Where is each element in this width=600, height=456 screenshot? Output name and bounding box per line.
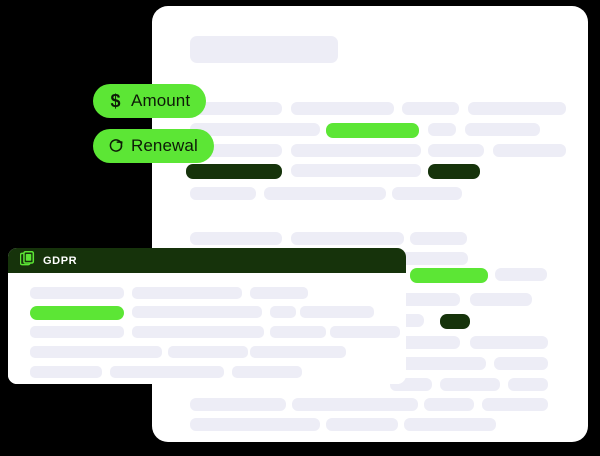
skeleton-bar bbox=[270, 306, 296, 318]
document-title-placeholder bbox=[190, 36, 338, 63]
skeleton-bar bbox=[494, 357, 548, 370]
skeleton-bar bbox=[292, 398, 418, 411]
skeleton-bar bbox=[428, 123, 456, 136]
skeleton-bar bbox=[190, 187, 256, 200]
skeleton-bar bbox=[30, 326, 124, 338]
skeleton-bar bbox=[440, 378, 500, 391]
skeleton-bar bbox=[465, 123, 540, 136]
skeleton-bar bbox=[132, 287, 242, 299]
skeleton-bar bbox=[270, 326, 326, 338]
pill-amount-label: Amount bbox=[131, 91, 191, 110]
skeleton-bar bbox=[190, 102, 282, 115]
skeleton-bar bbox=[30, 306, 124, 320]
skeleton-bar bbox=[404, 418, 496, 431]
gdpr-panel-title: GDPR bbox=[43, 254, 78, 267]
skeleton-bar bbox=[468, 102, 566, 115]
skeleton-bar bbox=[110, 366, 224, 378]
skeleton-bar bbox=[392, 187, 462, 200]
skeleton-bar bbox=[190, 398, 286, 411]
skeleton-bar bbox=[168, 346, 248, 358]
skeleton-bar bbox=[424, 398, 474, 411]
refresh-icon bbox=[107, 137, 124, 156]
gdpr-panel-body bbox=[8, 273, 406, 384]
skeleton-bar bbox=[470, 293, 532, 306]
gdpr-panel-header: GDPR bbox=[8, 248, 406, 273]
skeleton-bar bbox=[291, 144, 421, 157]
pill-renewal[interactable]: Renewal bbox=[93, 129, 214, 163]
skeleton-bar bbox=[482, 398, 548, 411]
skeleton-bar bbox=[264, 187, 386, 200]
gdpr-panel[interactable]: GDPR bbox=[8, 248, 406, 384]
skeleton-bar bbox=[326, 418, 398, 431]
skeleton-bar bbox=[190, 232, 282, 245]
skeleton-bar bbox=[508, 378, 548, 391]
skeleton-bar bbox=[326, 123, 419, 138]
skeleton-bar bbox=[132, 326, 264, 338]
skeleton-bar bbox=[470, 336, 548, 349]
skeleton-bar bbox=[291, 232, 404, 245]
skeleton-bar bbox=[250, 346, 346, 358]
skeleton-bar bbox=[428, 164, 480, 179]
skeleton-bar bbox=[291, 102, 394, 115]
skeleton-bar bbox=[250, 287, 308, 299]
skeleton-bar bbox=[390, 357, 486, 370]
skeleton-bar bbox=[30, 287, 124, 299]
skeleton-bar bbox=[410, 232, 467, 245]
skeleton-bar bbox=[190, 123, 320, 136]
skeleton-bar bbox=[402, 102, 459, 115]
skeleton-bar bbox=[30, 346, 162, 358]
skeleton-bar bbox=[330, 326, 400, 338]
skeleton-bar bbox=[132, 306, 262, 318]
skeleton-bar bbox=[186, 164, 282, 179]
dollar-icon: $ bbox=[110, 91, 121, 111]
pill-renewal-label: Renewal bbox=[131, 136, 198, 155]
skeleton-bar bbox=[190, 418, 320, 431]
skeleton-bar bbox=[390, 293, 460, 306]
skeleton-bar bbox=[493, 144, 566, 157]
skeleton-bar bbox=[390, 336, 460, 349]
skeleton-bar bbox=[440, 314, 470, 329]
skeleton-bar bbox=[300, 306, 374, 318]
documents-icon bbox=[19, 250, 35, 271]
skeleton-bar bbox=[495, 268, 547, 281]
skeleton-bar bbox=[428, 144, 484, 157]
pill-amount[interactable]: $ Amount bbox=[93, 84, 207, 118]
skeleton-bar bbox=[390, 252, 468, 265]
skeleton-bar bbox=[291, 164, 421, 177]
skeleton-bar bbox=[410, 268, 488, 283]
skeleton-bar bbox=[232, 366, 302, 378]
skeleton-bar bbox=[30, 366, 102, 378]
